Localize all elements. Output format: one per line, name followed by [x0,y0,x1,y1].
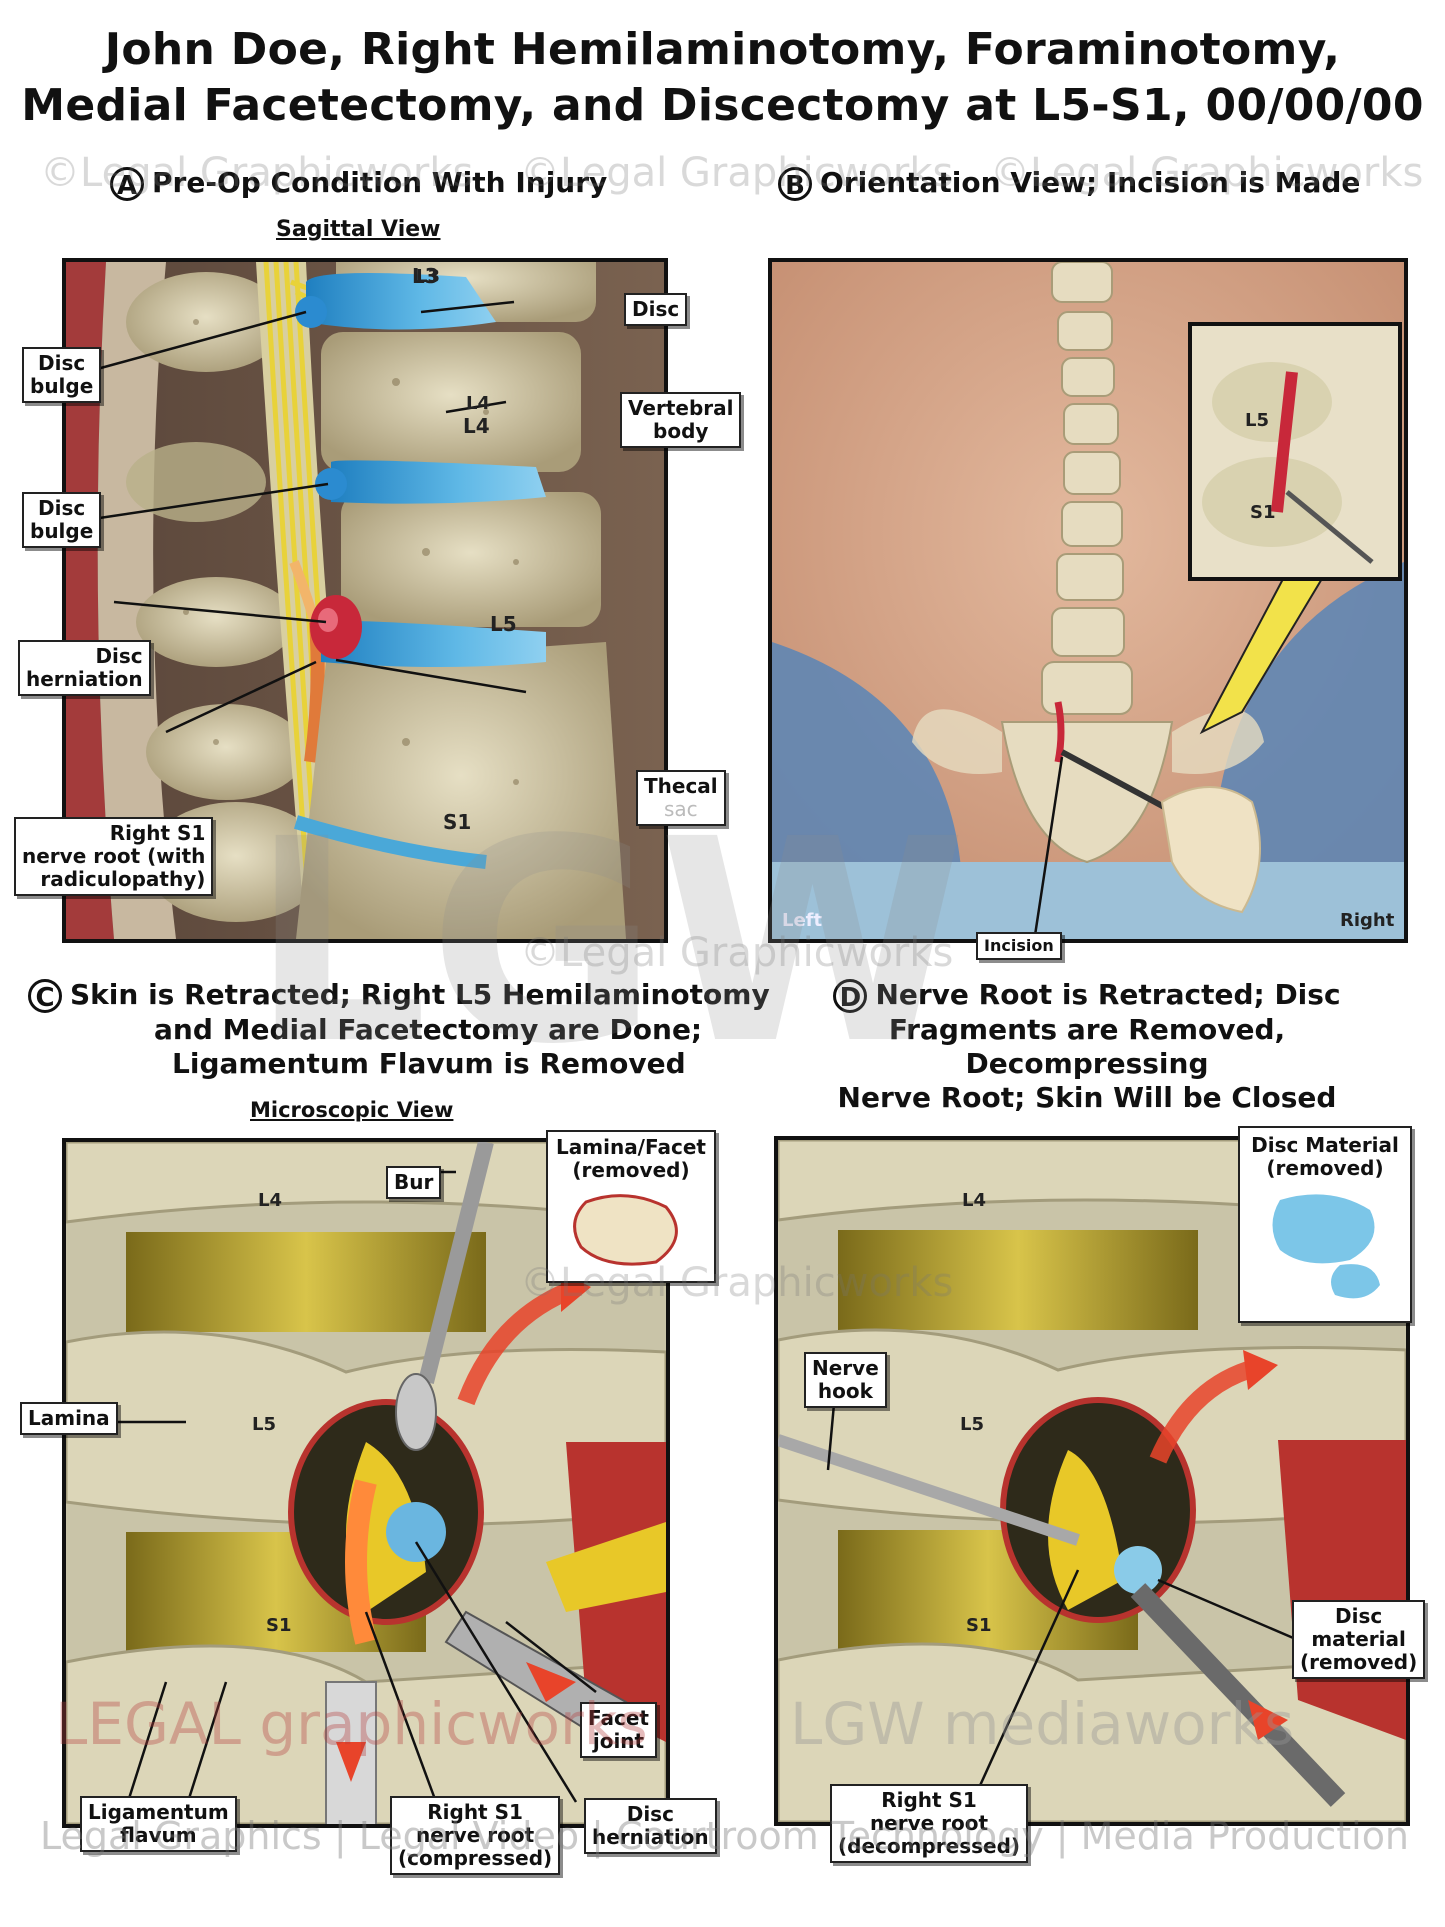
label-bur: Bur [386,1166,442,1199]
panel-b-image [768,258,1408,943]
label-incision: Incision [976,932,1062,960]
a-level-s1: S1 [443,810,472,834]
disc-l3-l4 [306,273,496,330]
disc-l5-s1 [321,620,546,667]
label-disc: Disc [624,293,688,326]
bone-fragment-icon [573,1194,678,1266]
spinous-process [126,272,286,372]
right-s1-nerve-decompressed [1048,1450,1123,1610]
gloved-hand [1160,786,1261,914]
disc-fragment-icon [1272,1194,1380,1299]
panel-d-heading-line-1: Nerve Root is Retracted; Disc [875,978,1341,1011]
disc-material-fragment [1114,1546,1162,1594]
c-level-l4: L4 [258,1190,282,1211]
c-level-s1: S1 [266,1615,292,1636]
panel-c-letter: C [28,979,62,1013]
panel-d-letter: D [833,979,868,1013]
panel-b-heading-text: Orientation View; Incision is Made [820,166,1361,199]
b-inset-level-l5: L5 [1245,410,1269,431]
a-level-l4: L4 [463,414,490,438]
back-orientation-illustration [772,262,1404,939]
panel-a-letter: A [110,167,144,201]
right-s1-nerve-compressed [345,1479,377,1645]
a-level-l5: L5 [490,612,517,636]
b-right-label: Right [1340,910,1395,931]
label-lamina-facet-removed: Lamina/Facet(removed) [546,1130,716,1283]
incision-line [1054,701,1065,763]
title-line-2: Medial Facetectomy, and Discectomy at L5… [21,80,1424,131]
level-l4: L4 [466,393,490,414]
bur-instrument [418,1142,494,1384]
spine-column [1000,262,1174,864]
title-line-1: John Doe, Right Hemilaminotomy, Foramino… [104,24,1341,75]
panel-a-subheading: Sagittal View [276,217,441,242]
panel-d-heading-line-3: Nerve Root; Skin Will be Closed [837,1081,1337,1114]
d-level-l4: L4 [962,1190,986,1211]
a-level-l3: L3 [412,264,439,288]
vertebra-l4 [321,332,581,472]
vertebra-l5 [341,492,601,627]
panel-c-heading-line-3: Ligamentum Flavum is Removed [172,1047,686,1080]
c-level-l5: L5 [252,1414,276,1435]
panel-c-subheading: Microscopic View [250,1098,454,1122]
level-l3: L3 [416,266,440,287]
sacrum-s1 [296,642,626,939]
d-level-s1: S1 [966,1615,992,1636]
b-inset-level-s1: S1 [1250,502,1276,523]
panel-b-letter: B [778,167,812,201]
label-disc-material-removed-box: Disc Material(removed) [1238,1126,1412,1323]
pituitary-rongeur [1130,1583,1346,1807]
d-level-l5: L5 [960,1414,984,1435]
b-left-label: Left [782,910,823,931]
page-title: John Doe, Right Hemilaminotomy, Foramino… [0,22,1445,134]
panel-a-heading-text: Pre-Op Condition With Injury [152,166,608,199]
panel-c-heading-line-1: Skin is Retracted; Right L5 Hemilaminoto… [70,978,770,1011]
label-lamina: Lamina [20,1402,118,1435]
panel-c-heading-line-2: and Medial Facetectomy are Done; [154,1013,703,1046]
disc-herniation-c [386,1502,446,1562]
panel-d-heading-line-2: Fragments are Removed, Decompressing [888,1013,1286,1080]
disc-l4-l5 [331,460,546,504]
